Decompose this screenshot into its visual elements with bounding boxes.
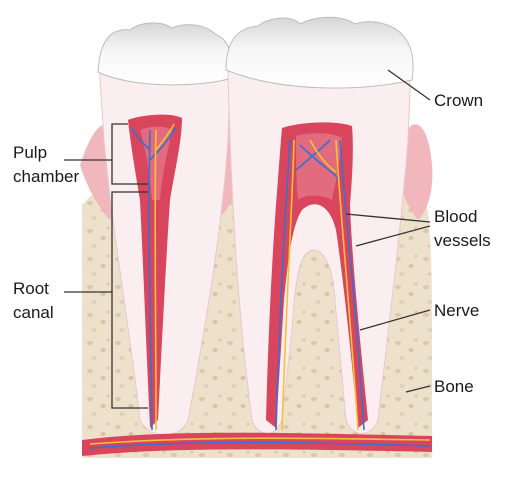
label-nerve: Nerve: [434, 301, 479, 320]
label-crown: Crown: [434, 91, 483, 110]
label-pulp-chamber-line1: Pulp: [13, 143, 47, 162]
label-root-canal-line2: canal: [13, 303, 54, 322]
right-tooth-enamel: [226, 17, 413, 88]
label-root-canal-line1: Root: [13, 279, 49, 298]
label-pulp-chamber-line2: chamber: [13, 167, 79, 186]
left-tooth-enamel: [98, 23, 232, 85]
label-bone: Bone: [434, 377, 474, 396]
label-blood-vessels-line2: vessels: [434, 231, 491, 250]
label-blood-vessels-line1: Blood: [434, 207, 477, 226]
